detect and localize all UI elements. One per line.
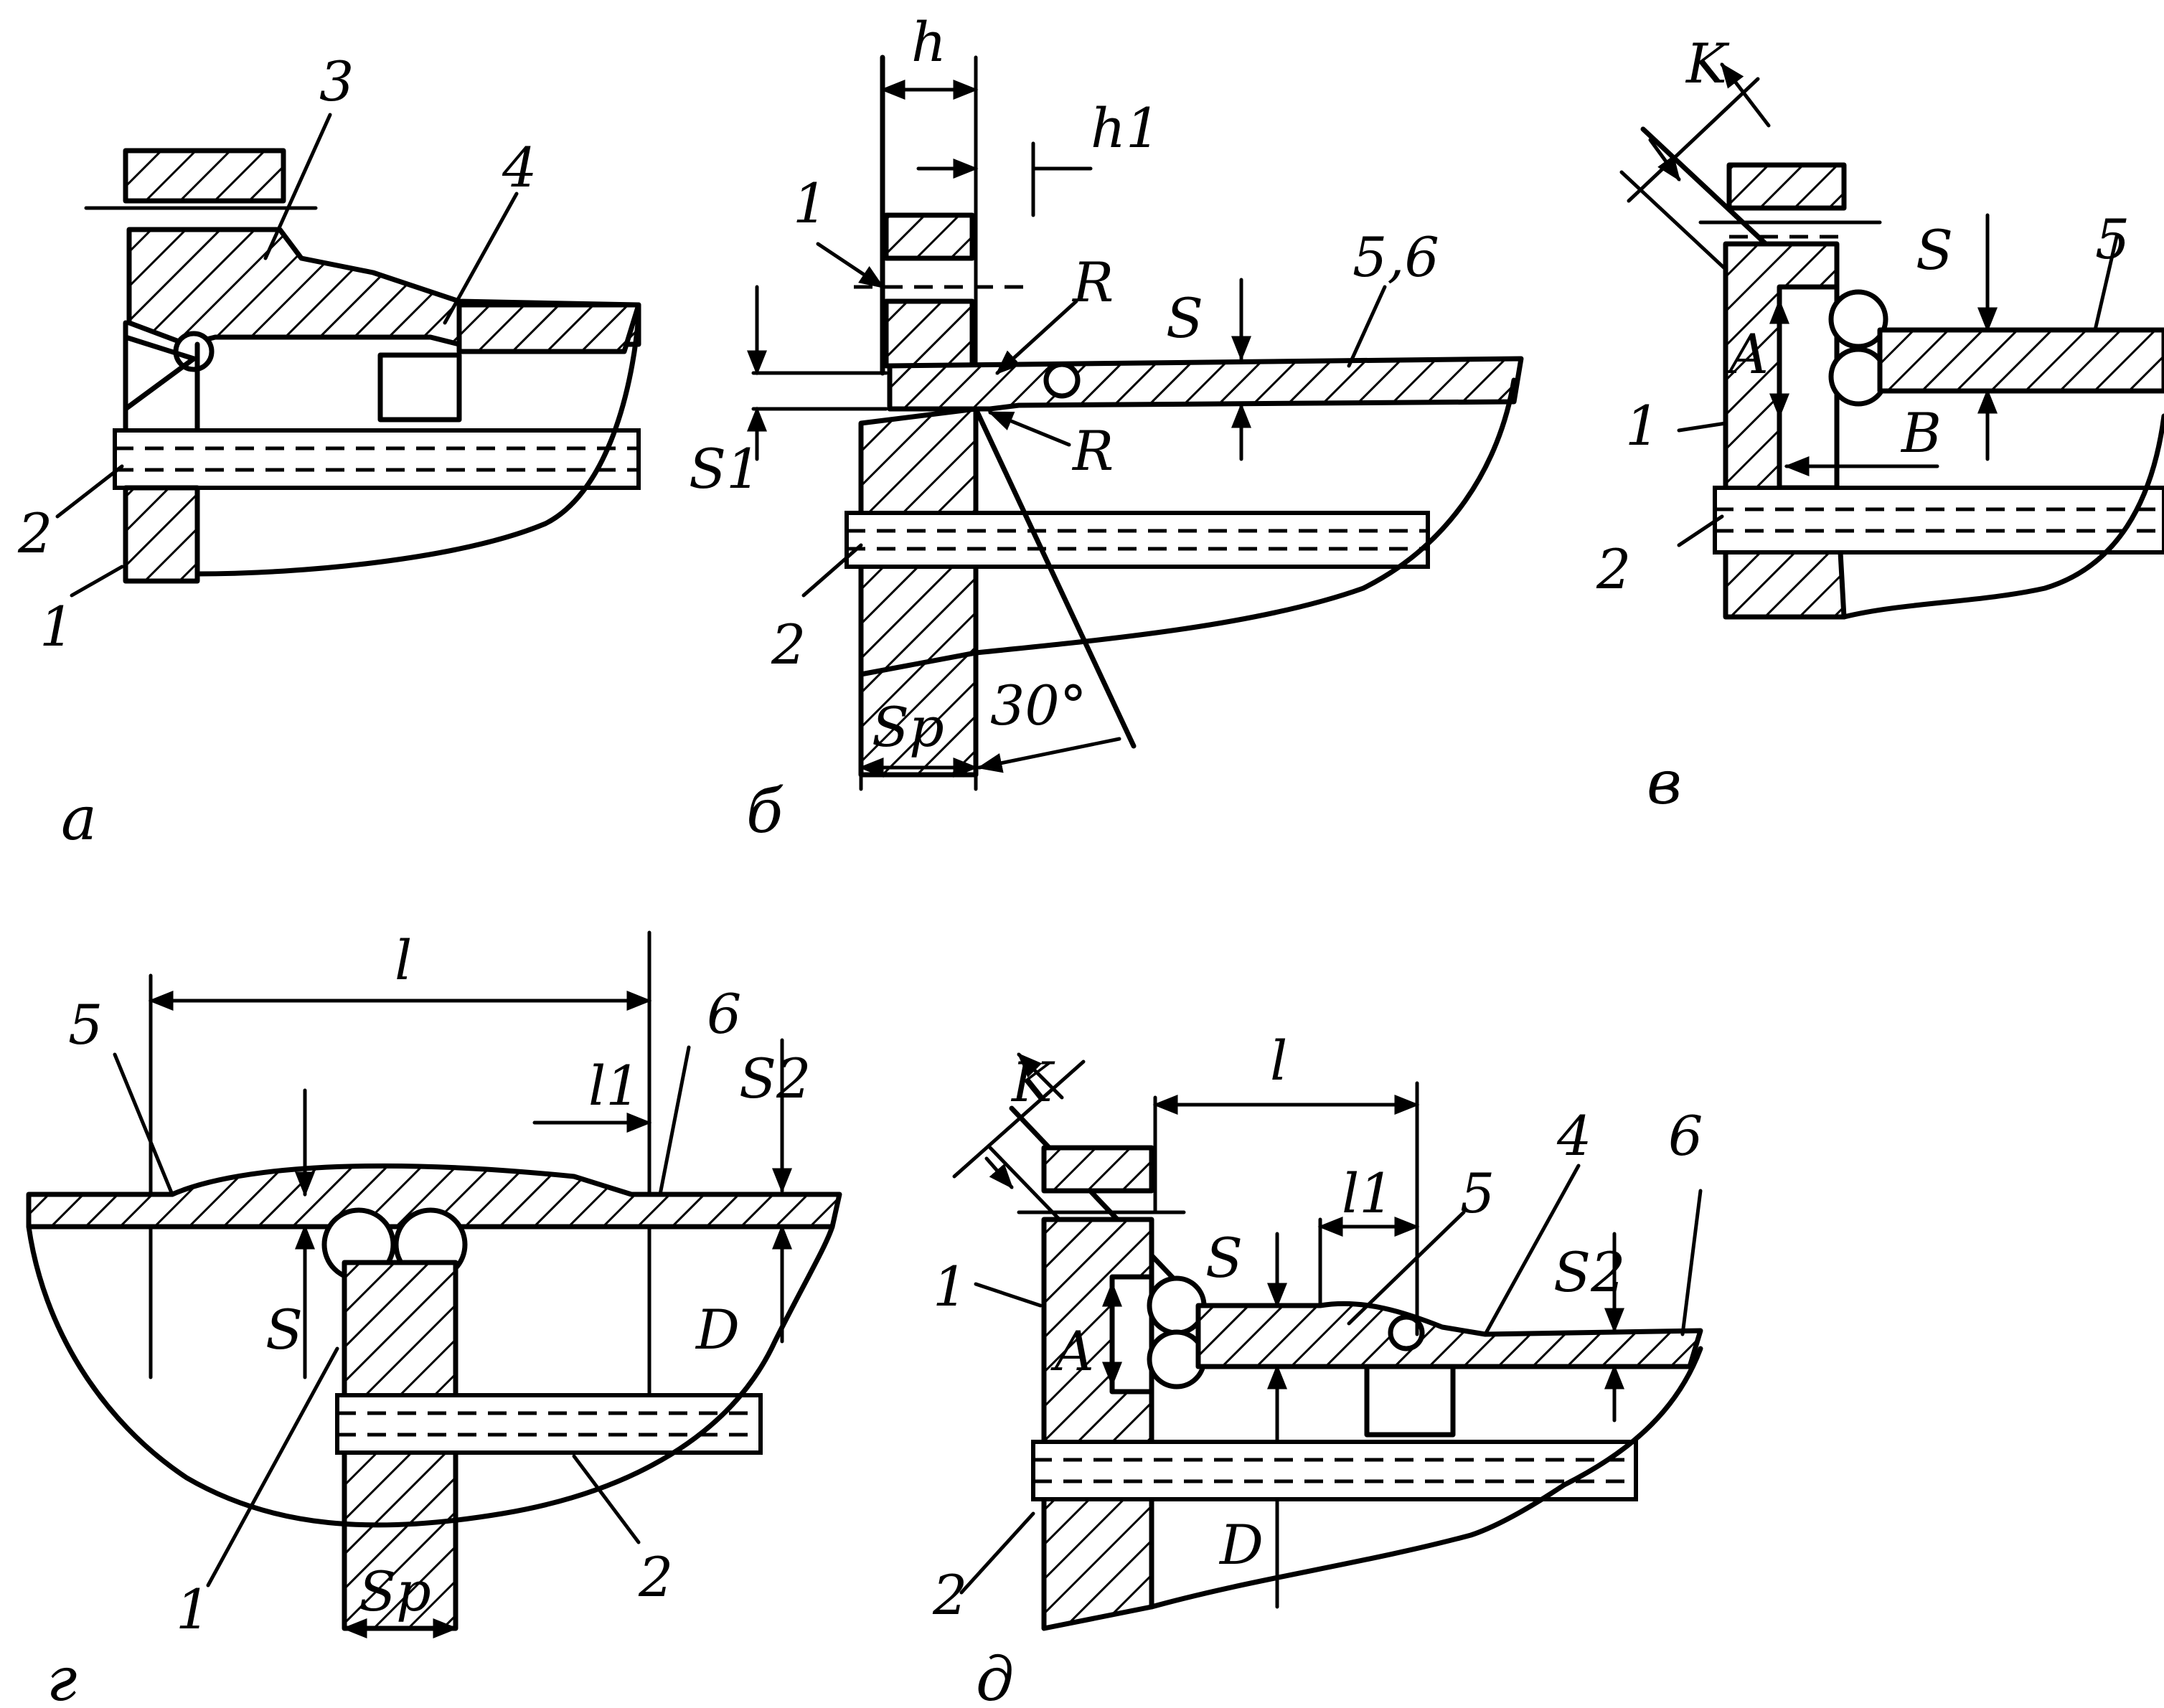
panel-b-label-h: h — [911, 10, 946, 74]
panel-b-drawing — [747, 55, 1524, 791]
panel-b-label-s1: S1 — [689, 437, 761, 501]
panel-d-label-6: 6 — [1668, 1104, 1703, 1168]
panel-v-drawing — [1619, 62, 2164, 620]
panel-g-label-l: l — [395, 928, 412, 992]
panel-b-caption: б — [746, 776, 784, 846]
panel-d-label-l1: l1 — [1342, 1161, 1394, 1225]
panel-d-label-a: A — [1050, 1319, 1094, 1383]
panel-d-drawing — [952, 1052, 1703, 1631]
panel-d-label-1: 1 — [933, 1255, 967, 1318]
panel-b-label-30deg: 30° — [990, 674, 1087, 737]
panel-d-label-d: D — [1218, 1513, 1264, 1577]
panel-a-label-3: 3 — [319, 49, 354, 113]
panel-d-caption: д — [976, 1644, 1014, 1708]
panel-v-label-b: B — [1900, 401, 1942, 465]
panel-d-label-s: S — [1205, 1226, 1243, 1290]
panel-v: K S 5 A 1 B 2 в — [1596, 32, 2164, 818]
panel-v-label-2: 2 — [1596, 537, 1631, 601]
panel-a: 3 4 2 1 a — [17, 49, 641, 854]
panel-g-caption: г — [47, 1644, 77, 1708]
panel-b-label-5-6: 5,6 — [1352, 225, 1439, 289]
panel-g-label-d: D — [695, 1298, 740, 1362]
panel-g-label-6: 6 — [707, 982, 741, 1046]
panel-b-label-sp: Sp — [872, 695, 944, 759]
panel-b-label-2: 2 — [771, 613, 806, 676]
panel-v-label-s: S — [1916, 218, 1953, 282]
panel-b-label-s: S — [1166, 286, 1203, 350]
panel-v-label-a: A — [1725, 322, 1769, 386]
panel-g-label-s: S — [265, 1298, 303, 1362]
panel-b-label-r-lower: R — [1071, 419, 1114, 483]
panel-d-label-s2: S2 — [1553, 1240, 1625, 1304]
panel-g-label-l1: l1 — [588, 1054, 641, 1118]
panel-b-label-r-upper: R — [1071, 250, 1114, 314]
panel-g-label-s2: S2 — [739, 1047, 811, 1110]
panel-g-drawing — [26, 930, 842, 1638]
panel-a-label-1: 1 — [39, 595, 74, 659]
panel-b-label-h1: h1 — [1091, 96, 1160, 160]
panel-v-label-5: 5 — [2095, 207, 2130, 271]
panel-v-caption: в — [1647, 747, 1682, 818]
panel-a-caption: a — [61, 783, 97, 854]
panel-g-label-2: 2 — [638, 1545, 673, 1609]
panel-b: h h1 1 R R S 5,6 S1 2 Sp 30° б — [689, 10, 1524, 846]
panel-v-label-1: 1 — [1625, 394, 1660, 458]
panel-d-label-5: 5 — [1460, 1161, 1495, 1225]
panel-a-label-2: 2 — [17, 501, 52, 565]
panel-g-label-sp: Sp — [359, 1560, 431, 1623]
panel-d-label-4: 4 — [1556, 1104, 1591, 1168]
panel-a-label-4: 4 — [502, 136, 537, 199]
panel-v-label-k: K — [1685, 32, 1730, 95]
panel-d: K l 4 6 l1 5 S 1 A S2 2 D д — [932, 1029, 1703, 1708]
panel-g: l 5 6 l1 S2 S D 1 2 Sp г — [26, 928, 842, 1708]
panel-d-label-k: K — [1010, 1050, 1055, 1114]
panel-d-label-2: 2 — [932, 1563, 967, 1627]
panel-g-label-1: 1 — [176, 1577, 210, 1641]
panel-g-label-5: 5 — [68, 993, 103, 1057]
panel-b-label-1: 1 — [793, 171, 827, 235]
panel-d-label-l: l — [1270, 1029, 1287, 1093]
panel-a-drawing — [55, 113, 641, 598]
